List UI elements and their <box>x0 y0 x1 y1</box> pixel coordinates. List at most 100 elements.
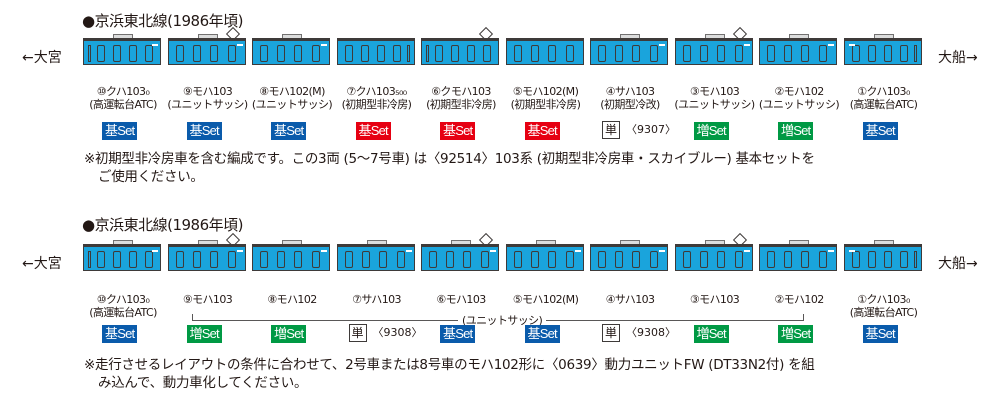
basic-set-badge: 基Set <box>271 122 307 140</box>
window-icon <box>767 251 775 268</box>
car-subtype: (初期型非冷房) <box>510 98 581 111</box>
car-label: ⑦サハ103 <box>327 293 427 306</box>
unit-sash-label: (ユニットサッシ) <box>458 312 547 328</box>
window-icon <box>113 45 121 62</box>
window-icon <box>227 45 236 62</box>
window-icon <box>598 45 606 62</box>
car-label: ⑩クハ103₀(高運転台ATC) <box>73 293 173 319</box>
window-icon <box>113 251 121 268</box>
product-code: 〈9308〉 <box>372 326 423 339</box>
car-subtype: (ユニットサッシ) <box>758 98 840 111</box>
direction-left: ←大宮 <box>22 256 62 272</box>
window-icon <box>435 45 443 62</box>
window-icon <box>145 45 153 62</box>
window-icon <box>463 251 471 268</box>
car-number: ①クハ103₀ <box>857 85 910 98</box>
car-subtype: (初期型非冷房) <box>341 98 412 111</box>
train-car <box>83 238 163 272</box>
window-icon <box>360 45 369 62</box>
car-number: ⑤モハ102(M) <box>512 85 579 98</box>
car-body <box>590 38 668 65</box>
section-title: ●京浜東北線(1986年頃) <box>82 12 243 30</box>
window-icon <box>361 251 370 268</box>
car-label: ②モハ102(ユニットサッシ) <box>749 85 849 111</box>
window-icon <box>801 251 809 268</box>
note-line-2: ご使用ください。 <box>98 169 204 185</box>
car-label: ⑩クハ103₀(高運転台ATC) <box>73 85 173 111</box>
car-body <box>590 244 668 271</box>
window-icon <box>867 251 876 268</box>
car-label: ①クハ103₀(高運転台ATC) <box>834 85 934 111</box>
window-icon <box>784 251 792 268</box>
train-car <box>336 32 417 66</box>
window-icon <box>699 251 708 268</box>
product-code: 〈9308〉 <box>626 326 676 339</box>
single-item-tag: 単〈9308〉 <box>348 324 423 342</box>
train-car <box>505 32 586 66</box>
basic-set-badge: 基Set <box>524 325 560 343</box>
window-icon <box>784 45 792 62</box>
car-subtype: (初期型非冷房) <box>426 98 496 111</box>
car-body <box>252 244 330 271</box>
car-body <box>83 38 161 65</box>
window-icon <box>547 45 556 62</box>
window-icon <box>851 45 860 62</box>
car-number: ⑩クハ103₀ <box>96 85 150 98</box>
add-on-set-badge: 増Set <box>778 122 814 140</box>
car-body <box>674 244 753 271</box>
basic-set-badge: 基Set <box>440 325 476 343</box>
window-icon <box>129 251 137 268</box>
window-icon <box>650 251 658 268</box>
train-car <box>843 238 924 272</box>
car-subtype: (高運転台ATC) <box>89 306 157 319</box>
train-car <box>167 26 248 66</box>
window-icon <box>396 251 405 268</box>
car-number: ⑧モハ102 <box>267 293 317 306</box>
window-icon <box>483 45 491 62</box>
marker-lamp-icon <box>848 44 855 46</box>
marker-lamp-icon <box>743 44 750 46</box>
direction-left: ←大宮 <box>22 50 62 66</box>
window-icon <box>481 251 489 268</box>
window-icon <box>513 45 522 62</box>
train-car <box>336 238 417 272</box>
add-on-set-badge: 増Set <box>271 325 307 343</box>
window-icon <box>632 251 640 268</box>
window-icon <box>209 251 218 268</box>
car-label: ⑨モハ103 <box>158 293 258 306</box>
train-car <box>421 26 501 66</box>
window-icon <box>260 251 268 268</box>
car-label: ③モハ103 <box>665 293 765 306</box>
window-icon <box>615 251 623 268</box>
train-car <box>590 32 670 66</box>
car-subtype: (ユニットサッシ) <box>251 98 333 111</box>
car-subtype: (高運転台ATC) <box>849 98 918 111</box>
car-label: ⑧モハ102 <box>242 293 342 306</box>
window-icon <box>899 251 908 268</box>
car-label: ④サハ103 <box>580 293 680 306</box>
window-icon <box>376 45 385 62</box>
car-number: ⑨モハ103 <box>182 293 233 306</box>
window-icon <box>429 251 437 268</box>
car-number: ⑤モハ102(M) <box>512 293 579 306</box>
window-icon <box>716 45 725 62</box>
basic-set-badge: 基Set <box>186 122 222 140</box>
car-subtype: (高運転台ATC) <box>849 306 918 319</box>
car-number: ③モハ103 <box>689 293 740 306</box>
window-icon <box>294 45 302 62</box>
car-body <box>759 244 837 271</box>
car-label: ⑤モハ102(M)(初期型非冷房) <box>496 85 596 111</box>
basic-set-badge: 基Set <box>102 122 138 140</box>
car-label: ③モハ103(ユニットサッシ) <box>665 85 765 111</box>
single-badge: 単 <box>602 324 620 342</box>
car-number: ⑦サハ103 <box>352 293 401 306</box>
train-car <box>759 32 839 66</box>
window-icon <box>716 251 725 268</box>
window-icon <box>129 45 137 62</box>
car-body <box>505 244 584 271</box>
car-label: ②モハ102 <box>749 293 849 306</box>
car-body <box>421 38 499 65</box>
car-subtype: (ユニットサッシ) <box>674 98 755 111</box>
window-icon <box>175 251 184 268</box>
window-icon <box>192 251 201 268</box>
